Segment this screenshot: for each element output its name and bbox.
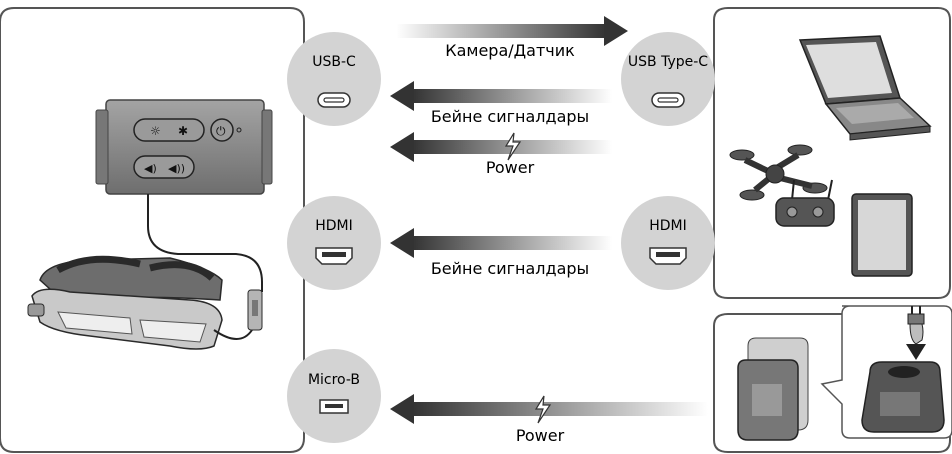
arrow-power-1 (390, 132, 612, 162)
arrow-camera-sensor (396, 16, 628, 46)
tablet-icon (851, 193, 913, 277)
usb-c-port-icon (317, 92, 351, 108)
svg-text:⏻: ⏻ (216, 124, 226, 138)
plug-icon (906, 306, 926, 360)
hdmi-label-right: HDMI (649, 218, 687, 234)
svg-text:☼: ☼ (150, 124, 161, 138)
usb-c-label-right: USB Type-C (628, 54, 708, 70)
label-power-1: Power (486, 158, 535, 177)
usb-c-port-left: USB-C (287, 32, 381, 126)
micro-b-label: Micro-B (308, 372, 360, 388)
hdmi-port-right: HDMI (621, 196, 715, 290)
laptop-icon (798, 35, 932, 141)
left-device-panel (0, 7, 305, 453)
usb-c-label-left: USB-C (312, 54, 356, 70)
label-camera-sensor: Камера/Датчик (445, 41, 575, 60)
label-video-signal-2: Бейне сигналдары (431, 259, 589, 278)
adapter-base-icon (861, 361, 945, 433)
controller-cable (147, 194, 263, 292)
micro-b-port: Micro-B (287, 349, 381, 443)
usb-c-port-right: USB Type-C (621, 32, 715, 126)
power-bolt-icon (534, 395, 552, 424)
ac-adapter-icon (737, 337, 809, 441)
svg-text:◀): ◀) (144, 162, 157, 175)
arrow-video-signal-1 (390, 81, 612, 111)
label-video-signal-1: Бейне сигналдары (431, 107, 589, 126)
label-power-2: Power (516, 426, 565, 445)
hdmi-label-left: HDMI (315, 218, 353, 234)
controller-box-icon: ☼ ✱ ⏻ ◀) ◀)) (95, 99, 273, 195)
smart-glasses-icon (27, 255, 263, 350)
svg-text:✱: ✱ (178, 124, 188, 138)
hdmi-port-left: HDMI (287, 196, 381, 290)
arrow-video-signal-2 (390, 228, 612, 258)
drone-icon (729, 144, 828, 201)
remote-controller-icon (775, 179, 835, 227)
svg-text:◀)): ◀)) (168, 162, 185, 175)
arrow-power-2 (390, 394, 708, 424)
usb-c-port-icon (651, 92, 685, 108)
power-bolt-icon (504, 132, 522, 161)
